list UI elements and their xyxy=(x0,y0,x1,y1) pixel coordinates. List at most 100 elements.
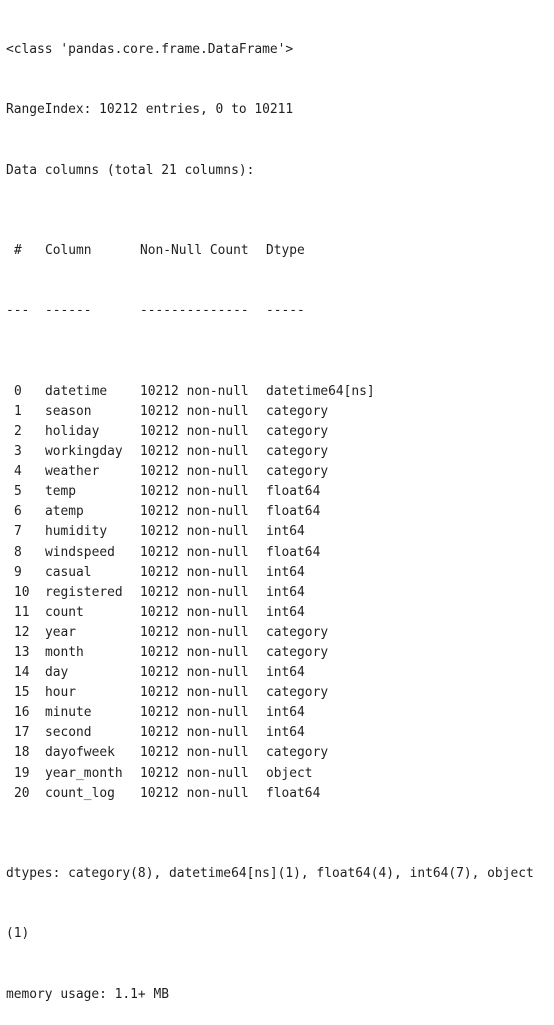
table-row: 0 datetime 10212 non-null datetime64[ns] xyxy=(6,382,554,402)
row-column-name: casual xyxy=(45,564,92,580)
row-non-null-count: 10212 non-null xyxy=(140,685,249,701)
row-dtype: category xyxy=(266,685,329,701)
row-non-null-count: 10212 non-null xyxy=(140,765,249,781)
row-dtype: category xyxy=(266,423,329,439)
row-index: 4 xyxy=(14,464,22,480)
row-column-name: weather xyxy=(45,464,100,480)
row-index: 5 xyxy=(14,484,22,500)
row-column-name: temp xyxy=(45,484,77,500)
row-non-null-count: 10212 non-null xyxy=(140,584,249,600)
header-non-null: Non-Null Count xyxy=(140,243,249,259)
row-index: 13 xyxy=(14,645,30,660)
table-row: 13 month 10212 non-null category xyxy=(6,643,554,663)
row-column-name: second xyxy=(45,725,92,741)
row-dtype: float64 xyxy=(266,785,321,801)
row-column-name: windspeed xyxy=(45,544,115,560)
row-dtype: category xyxy=(266,645,329,660)
row-index: 15 xyxy=(14,685,30,701)
table-row: 1 season 10212 non-null category xyxy=(6,402,554,422)
row-non-null-count: 10212 non-null xyxy=(140,564,249,580)
table-row: 4 weather 10212 non-null category xyxy=(6,462,554,482)
separator-dtype: ----- xyxy=(266,303,305,319)
row-column-name: minute xyxy=(45,705,92,721)
row-dtype: datetime64[ns] xyxy=(266,383,375,399)
row-non-null-count: 10212 non-null xyxy=(140,604,249,620)
row-column-name: registered xyxy=(45,584,123,600)
row-index: 2 xyxy=(14,423,22,439)
row-dtype: int64 xyxy=(266,705,305,721)
row-non-null-count: 10212 non-null xyxy=(140,745,249,761)
row-index: 1 xyxy=(14,403,22,419)
row-non-null-count: 10212 non-null xyxy=(140,504,249,520)
row-non-null-count: 10212 non-null xyxy=(140,705,249,721)
row-index: 10 xyxy=(14,584,30,600)
row-non-null-count: 10212 non-null xyxy=(140,383,249,399)
row-non-null-count: 10212 non-null xyxy=(140,423,249,439)
row-index: 0 xyxy=(14,383,22,399)
row-dtype: int64 xyxy=(266,564,305,580)
row-non-null-count: 10212 non-null xyxy=(140,624,249,640)
separator-index: --- xyxy=(6,303,30,319)
row-dtype: float64 xyxy=(266,484,321,500)
row-non-null-count: 10212 non-null xyxy=(140,444,249,460)
row-dtype: float64 xyxy=(266,544,321,560)
row-index: 9 xyxy=(14,564,22,580)
row-dtype: object xyxy=(266,765,313,781)
dtypes-line-wrap: (1) xyxy=(6,926,30,942)
row-column-name: atemp xyxy=(45,504,84,520)
table-row: 20 count_log 10212 non-null float64 xyxy=(6,784,554,804)
row-dtype: float64 xyxy=(266,504,321,520)
row-index: 18 xyxy=(14,745,30,761)
header-index: # xyxy=(14,243,22,259)
row-dtype: int64 xyxy=(266,524,305,540)
row-dtype: category xyxy=(266,403,329,419)
range-index-line: RangeIndex: 10212 entries, 0 to 10211 xyxy=(6,102,294,118)
row-index: 20 xyxy=(14,785,30,801)
row-index: 19 xyxy=(14,765,30,781)
row-dtype: category xyxy=(266,444,329,460)
row-column-name: holiday xyxy=(45,423,100,439)
row-index: 17 xyxy=(14,725,30,741)
data-columns-line: Data columns (total 21 columns): xyxy=(6,162,255,178)
dtypes-line: dtypes: category(8), datetime64[ns](1), … xyxy=(6,866,534,882)
row-column-name: dayofweek xyxy=(45,745,115,761)
row-index: 16 xyxy=(14,705,30,721)
row-non-null-count: 10212 non-null xyxy=(140,544,249,560)
row-non-null-count: 10212 non-null xyxy=(140,645,249,660)
row-non-null-count: 10212 non-null xyxy=(140,484,249,500)
separator-column: ------ xyxy=(45,303,92,319)
row-non-null-count: 10212 non-null xyxy=(140,785,249,801)
row-index: 6 xyxy=(14,504,22,520)
row-index: 7 xyxy=(14,524,22,540)
table-body: 0 datetime 10212 non-null datetime64[ns] 1 se… xyxy=(6,382,554,804)
table-separator: --- ------ -------------- ----- xyxy=(6,301,554,321)
table-row: 2 holiday 10212 non-null category xyxy=(6,422,554,442)
table-row: 16 minute 10212 non-null int64 xyxy=(6,703,554,723)
table-row: 10 registered 10212 non-null int64 xyxy=(6,583,554,603)
row-column-name: month xyxy=(45,645,84,660)
row-dtype: int64 xyxy=(266,584,305,600)
row-column-name: count_log xyxy=(45,785,115,801)
row-non-null-count: 10212 non-null xyxy=(140,403,249,419)
row-non-null-count: 10212 non-null xyxy=(140,464,249,480)
row-index: 14 xyxy=(14,665,30,681)
row-non-null-count: 10212 non-null xyxy=(140,665,249,681)
row-column-name: datetime xyxy=(45,383,108,399)
row-index: 8 xyxy=(14,544,22,560)
row-index: 11 xyxy=(14,604,30,620)
table-row: 8 windspeed 10212 non-null float64 xyxy=(6,543,554,563)
row-dtype: category xyxy=(266,464,329,480)
row-column-name: workingday xyxy=(45,444,123,460)
row-dtype: int64 xyxy=(266,665,305,681)
row-column-name: humidity xyxy=(45,524,108,540)
row-column-name: season xyxy=(45,403,92,419)
row-non-null-count: 10212 non-null xyxy=(140,725,249,741)
class-line: <class 'pandas.core.frame.DataFrame'> xyxy=(6,42,294,58)
